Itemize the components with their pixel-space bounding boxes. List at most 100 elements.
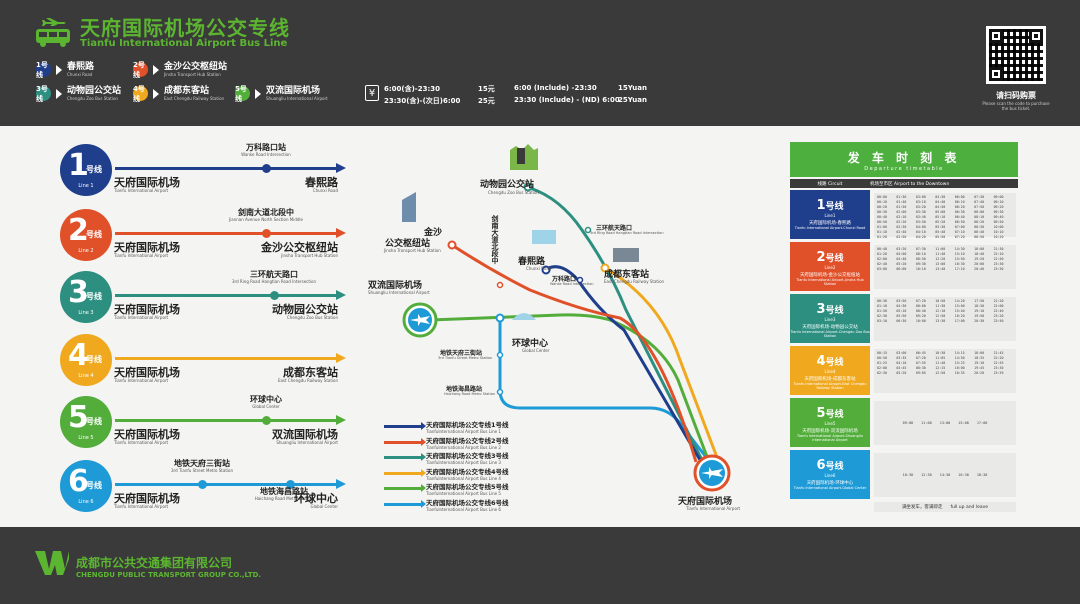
- qr-code[interactable]: [986, 26, 1046, 84]
- map-east-building: [613, 248, 639, 262]
- route-destination: 双流国际机场: [272, 428, 338, 441]
- map-label-tianfu-en: Tianfu International Airport: [686, 506, 741, 511]
- departure-time: 19:10: [974, 309, 985, 313]
- departure-time: 09:10: [993, 200, 1004, 204]
- departure-time: 16:20: [954, 314, 965, 318]
- map-jinsha-building: [402, 192, 416, 222]
- departure-time: 06:00: [896, 267, 907, 271]
- fare-price-1: 15元: [478, 85, 495, 93]
- route-mid-stop: 剑南大道北段中: [238, 208, 294, 217]
- departure-time: 01:30: [896, 195, 907, 199]
- route-mid-stop-en: Global Center: [252, 404, 280, 409]
- departure-time: 00:40: [877, 247, 887, 251]
- departure-time: 23:30: [993, 262, 1004, 266]
- departure-time: 07:30: [974, 195, 985, 199]
- departure-time: 06:10: [954, 200, 965, 204]
- legend-swatch: [384, 484, 426, 492]
- departure-time: 08:10: [974, 215, 985, 219]
- footer: 成都市公共交通集团有限公司 CHENGDU PUBLIC TRANSPORT G…: [0, 527, 1080, 604]
- route-track: [115, 232, 339, 235]
- company-logo: [35, 551, 69, 575]
- line-5-dest-en: Shuangliu International Airport: [266, 96, 328, 101]
- departure-time: 22:40: [993, 309, 1004, 313]
- route-origin: 天府国际机场: [114, 241, 180, 254]
- line-1-badge: 1号线: [36, 61, 51, 79]
- legend-label-en: TianfuInternational Airport Bus Line 2: [426, 444, 501, 450]
- departure-time: 00:30: [877, 210, 887, 214]
- legend-label-en: TianfuInternational Airport Bus Line 4: [426, 475, 501, 481]
- departure-time: 10:10: [915, 267, 926, 271]
- departure-time: 03:35: [896, 356, 907, 360]
- map-label-zoo-en: Chengdu Zoo Bus Station: [488, 190, 539, 195]
- line-3-dest-en: Chengdu Zoo Bus Station: [67, 96, 118, 101]
- timetable-line-en: Line4: [824, 369, 836, 374]
- line-2-dest: 金沙公交枢纽站: [164, 62, 228, 72]
- map-label-jiannan: 剑南大道北段中: [491, 215, 499, 264]
- departure-time: 22:00: [993, 304, 1004, 308]
- route-origin-en: Tianfu International Airport: [114, 504, 169, 509]
- timetable-line-route: 天府国际机场-金沙公交枢纽站: [799, 273, 861, 278]
- route-destination: 春熙路: [305, 176, 338, 189]
- map-label-wanke-en: Wanke Road Intersection: [550, 282, 594, 286]
- map-label-haichang: 地铁海昌路站: [446, 386, 483, 393]
- route-map: 动物园公交站 Chengdu Zoo Bus Station 金沙 公交枢纽站 …: [360, 130, 780, 525]
- route-line-en: Line 1: [78, 183, 94, 189]
- timetable-line-label: 6号线 Line6 天府国际机场-环球中心 Tianfu Internation…: [790, 450, 870, 499]
- legend-swatch: [384, 437, 426, 446]
- departure-time: 03:50: [915, 220, 926, 224]
- route-stop: [262, 229, 271, 238]
- timetable-line-hx: 号线: [825, 462, 844, 472]
- departure-time: 23:50: [993, 319, 1004, 323]
- route-track: [115, 357, 339, 360]
- timetable-footer: 满坐发车，客满即走 full up and leave: [874, 502, 1016, 512]
- departure-time: 09:50: [993, 220, 1004, 224]
- legend-swatch: [384, 499, 426, 508]
- departure-time: 12:30: [921, 473, 932, 477]
- timetable-line-route-en: Tianfu International Airport-East Chengd…: [793, 382, 867, 390]
- departure-time: 03:10: [915, 200, 926, 204]
- departure-time: 11:40: [935, 361, 946, 365]
- departure-time: 00:40: [877, 215, 887, 219]
- departure-time: 13:00: [935, 262, 946, 266]
- route-number: 5: [68, 400, 89, 435]
- route-destination: 动物园公交站: [272, 303, 338, 316]
- map-label-global-en: Global Center: [522, 348, 550, 353]
- qr-finder: [989, 29, 1003, 43]
- departure-time: 03:20: [896, 247, 907, 251]
- qr-pattern: [989, 29, 1043, 81]
- departure-time: 12:10: [935, 309, 946, 313]
- bus-icon: [36, 18, 70, 47]
- departure-time: 02:40: [877, 262, 887, 266]
- map-label-shuangliu: 双流国际机场: [368, 281, 423, 291]
- line-4-dest-en: East Chengdu Railway Station: [164, 96, 225, 101]
- legend-swatch: [384, 422, 426, 430]
- timetable-columns: 线路 Circuit 机场至市区 Airport to the Downtown: [790, 179, 1018, 188]
- departure-time: 23:30: [993, 366, 1004, 370]
- departure-time: 02:30: [877, 371, 887, 375]
- departure-time: 00:50: [877, 356, 887, 360]
- line-5-badge: 5号线: [235, 85, 250, 103]
- route-mid-stop-en: Jiannan Avenue North Section Middle: [228, 217, 303, 222]
- departure-time: 06:30: [896, 319, 907, 323]
- departure-time: 08:50: [974, 235, 985, 239]
- timetable-line-route-en: Tianfu International Airport-Chengdu Zoo…: [790, 330, 870, 338]
- map-stop-jiannan: [496, 281, 504, 289]
- line-3-dest: 动物园公交站: [67, 86, 122, 96]
- timetable: 发 车 时 刻 表 Departure timetable 线路 Circuit…: [790, 142, 1018, 514]
- legend-label: 天府国际机场公交专线5号线: [426, 483, 509, 491]
- map-label-jinsha: 金沙: [424, 228, 443, 238]
- arrow-icon: [336, 415, 346, 425]
- map-label-tianfu: 天府国际机场: [678, 497, 733, 507]
- timetable-title: 发 车 时 刻 表: [847, 151, 961, 165]
- header: 天府国际机场公交专线 Tianfu International Airport …: [0, 0, 1080, 126]
- timetable-note: 满坐发车，客满即走: [901, 505, 943, 510]
- departure-time: 17:00: [954, 319, 965, 323]
- departure-time: 12:50: [935, 371, 946, 375]
